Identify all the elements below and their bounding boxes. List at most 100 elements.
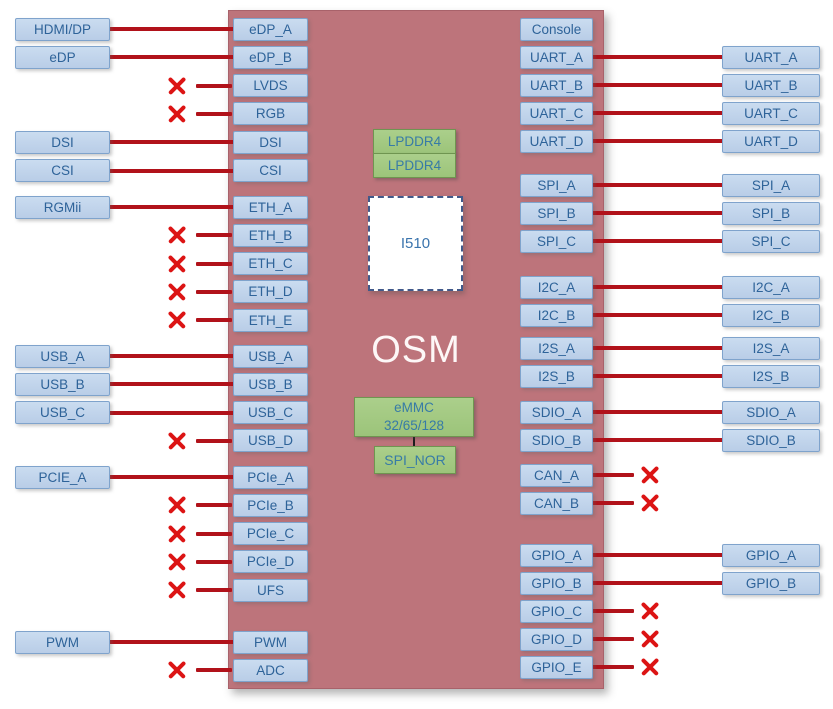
x-mark-icon [167,225,187,245]
port-box-eth_a: ETH_A [233,195,308,219]
x-mark-icon [167,660,187,680]
stub-line [592,665,634,669]
external-box-spi_c: SPI_C [722,229,820,253]
port-box-uart_a: UART_A [520,45,593,69]
port-box-edp_b: eDP_B [233,45,308,69]
port-box-spi_b: SPI_B [520,201,593,225]
external-box-edp: eDP [15,45,110,69]
x-mark-icon [640,493,660,513]
x-mark-icon [167,104,187,124]
x-mark-icon [167,282,187,302]
connection-line [108,640,236,644]
connection-line [108,168,236,173]
port-box-pcie_b: PCIe_B [233,493,308,517]
x-mark-icon [167,431,187,451]
external-box-uart_a: UART_A [722,45,820,69]
stub-line [592,637,634,641]
port-box-spi_a: SPI_A [520,173,593,197]
stub-line [196,83,232,88]
connection-line [591,438,724,442]
x-mark-icon [167,310,187,330]
stub-line [196,668,232,673]
port-box-usb_a: USB_A [233,344,308,368]
port-box-usb_c: USB_C [233,401,308,425]
port-box-gpio_b: GPIO_B [520,571,593,595]
connection-line [108,354,236,358]
port-box-can_a: CAN_A [520,463,593,487]
stub-line [196,503,232,508]
external-box-pwm: PWM [15,630,110,654]
port-box-pcie_a: PCIe_A [233,465,308,489]
port-box-uart_b: UART_B [520,73,593,97]
external-box-uart_c: UART_C [722,101,820,125]
memory-block-lpddr4-2: LPDDR4 [373,153,456,178]
port-box-pcie_c: PCIe_C [233,522,308,546]
port-box-sdio_b: SDIO_B [520,428,593,452]
emmc-label: eMMC [394,400,434,415]
external-box-sdio_a: SDIO_A [722,400,820,424]
port-box-uart_d: UART_D [520,129,593,153]
port-box-ufs: UFS [233,578,308,602]
port-box-spi_c: SPI_C [520,229,593,253]
emmc-sizes-label: 32/65/128 [383,418,445,433]
stub-line [196,261,232,266]
port-box-eth_b: ETH_B [233,223,308,247]
stub-line [196,318,232,323]
connection-line [591,139,724,143]
connection-line [108,27,236,31]
storage-connector-line [413,436,415,448]
connection-line [591,410,724,414]
memory-block-lpddr4-1: LPDDR4 [373,129,456,154]
port-box-eth_c: ETH_C [233,252,308,276]
external-box-hdmi/dp: HDMI/DP [15,17,110,41]
stub-line [196,559,232,564]
port-box-edp_a: eDP_A [233,17,308,41]
stub-line [196,531,232,536]
x-mark-icon [640,657,660,677]
x-mark-icon [167,552,187,572]
external-box-uart_b: UART_B [722,73,820,97]
port-box-pcie_d: PCIe_D [233,550,308,574]
stub-line [592,473,634,477]
external-box-dsi: DSI [15,130,110,154]
x-mark-icon [167,254,187,274]
port-box-eth_e: ETH_E [233,308,308,332]
port-box-i2s_b: I2S_B [520,364,593,388]
soc-block-i510: I510 [368,196,463,291]
port-box-usb_b: USB_B [233,372,308,396]
x-mark-icon [167,524,187,544]
stub-line [196,438,232,443]
external-box-pcie_a: PCIE_A [15,465,110,489]
connection-line [591,83,724,87]
port-box-i2s_a: I2S_A [520,336,593,360]
port-box-rgb: RGB [233,102,308,126]
x-mark-icon [167,580,187,600]
port-box-i2c_b: I2C_B [520,303,593,327]
x-mark-icon [640,629,660,649]
port-box-dsi: DSI [233,130,308,154]
external-box-csi: CSI [15,159,110,182]
connection-line [591,553,724,557]
port-box-usb_d: USB_D [233,429,308,453]
connection-line [108,410,236,415]
connection-line [591,374,724,378]
module-title: OSM [371,328,461,371]
port-box-adc: ADC [233,658,308,682]
external-box-usb_c: USB_C [15,401,110,425]
external-box-i2s_b: I2S_B [722,364,820,388]
port-box-lvds: LVDS [233,74,308,98]
connection-line [591,183,724,187]
connection-line [108,205,236,209]
connection-line [108,55,236,60]
external-box-spi_a: SPI_A [722,173,820,197]
connection-line [591,581,724,585]
port-box-gpio_e: GPIO_E [520,655,593,679]
connection-line [591,313,724,317]
connection-line [108,382,236,387]
connection-line [591,346,724,350]
storage-block-emmc: eMMC 32/65/128 [354,397,474,437]
connection-line [108,475,236,479]
port-box-csi: CSI [233,159,308,182]
port-box-gpio_a: GPIO_A [520,543,593,567]
